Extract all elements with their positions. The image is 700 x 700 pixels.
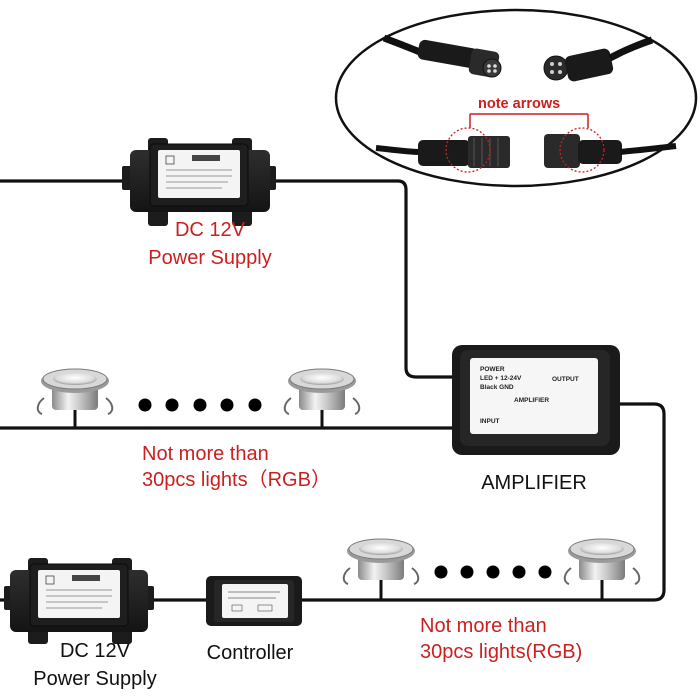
svg-text:AMPLIFIER: AMPLIFIER [514, 397, 549, 404]
power-supply-bottom-label-line1: DC 12V [60, 640, 131, 662]
svg-text:POWER: POWER [480, 366, 505, 373]
ellipsis-dots-upper [138, 398, 262, 412]
connector-inset: note arrows [334, 8, 698, 188]
light-lower-1 [342, 538, 420, 600]
power-supply-bottom [4, 558, 154, 644]
wiring [0, 179, 666, 602]
connector-female-bottom [544, 127, 677, 173]
lower-lights-label-line2: 30pcs lights(RGB) [420, 641, 582, 663]
light-lower-2 [563, 538, 641, 600]
power-supply-top [122, 138, 276, 226]
svg-text:OUTPUT: OUTPUT [552, 376, 579, 383]
wire-power-top [0, 179, 460, 379]
upper-lights-label-line1: Not more than [142, 443, 269, 465]
svg-text:INPUT: INPUT [480, 418, 500, 425]
note-arrow-circle-left [445, 127, 491, 173]
controller-sticker [222, 584, 288, 618]
lower-lights-label-line1: Not more than [420, 615, 547, 637]
controller-label: Controller [207, 642, 294, 664]
connector-female-top [543, 36, 654, 82]
power-supply-top-label-line1: DC 12V [175, 219, 246, 241]
ellipsis-dots-lower [434, 565, 552, 579]
connector-male-bottom [375, 127, 510, 173]
upper-lights-label-line2: 30pcs lights（RGB） [142, 468, 331, 491]
amplifier-sticker [470, 358, 598, 434]
svg-text:Black GND: Black GND [480, 384, 514, 391]
wire-amplifier-output [294, 402, 666, 602]
power-supply-top-label-line2: Power Supply [148, 247, 271, 269]
amplifier-label: AMPLIFIER [481, 472, 587, 494]
svg-text:LED + 12-24V: LED + 12-24V [480, 375, 522, 382]
connector-male-top [382, 34, 502, 78]
power-supply-bottom-label-line2: Power Supply [33, 668, 156, 690]
note-arrows-label: note arrows [478, 96, 560, 112]
light-upper-1 [36, 368, 114, 428]
controller-box [206, 576, 302, 626]
note-arrow-circle-right [559, 127, 605, 173]
power-supply-bottom-sticker [38, 570, 120, 618]
amplifier-box: POWER LED + 12-24V Black GND OUTPUT AMPL… [452, 345, 620, 455]
power-supply-top-sticker [158, 150, 240, 198]
light-upper-2 [283, 368, 361, 428]
